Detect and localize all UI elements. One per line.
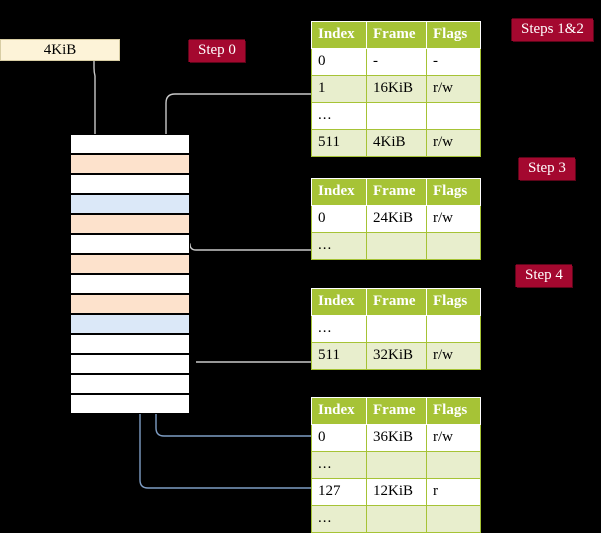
- badge-step-3-label: Step 3: [528, 160, 566, 176]
- column-header-index: Index: [311, 397, 367, 425]
- column-header-frame: Frame: [366, 178, 427, 206]
- cell-flags: r/w: [426, 205, 481, 233]
- cell-index: 511: [311, 129, 367, 157]
- cell-flags: [426, 102, 481, 130]
- column-header-flags: Flags: [426, 178, 481, 206]
- cell-index: 0: [311, 424, 367, 452]
- cell-flags: [426, 505, 481, 533]
- memory-row: [70, 194, 190, 214]
- memory-row: [70, 214, 190, 234]
- memory-row: [70, 274, 190, 294]
- level2-table: Index Frame Flags ... 511 32KiB r/w: [311, 288, 481, 370]
- memory-row: [70, 394, 190, 414]
- badge-steps-1-2: Steps 1&2: [512, 19, 593, 41]
- cell-index: ...: [311, 451, 367, 479]
- table-header-row: Index Frame Flags: [311, 397, 481, 425]
- memory-row: [70, 374, 190, 394]
- cell-flags: [426, 451, 481, 479]
- memory-row: [70, 354, 190, 374]
- table-row: ...: [311, 505, 481, 533]
- cell-flags: -: [426, 48, 481, 76]
- table-row: 511 32KiB r/w: [311, 342, 481, 370]
- cell-frame: [366, 232, 427, 260]
- level4-table: Index Frame Flags 0 - - 1 16KiB r/w ...: [311, 21, 481, 157]
- cell-index: 127: [311, 478, 367, 506]
- cell-index: 0: [311, 48, 367, 76]
- column-header-flags: Flags: [426, 397, 481, 425]
- badge-step-3: Step 3: [519, 158, 575, 180]
- table-header-row: Index Frame Flags: [311, 288, 481, 316]
- cell-index: 511: [311, 342, 367, 370]
- column-header-flags: Flags: [426, 288, 481, 316]
- column-header-index: Index: [311, 21, 367, 49]
- badge-step-0-label: Step 0: [198, 42, 236, 58]
- memory-row: [70, 254, 190, 274]
- table-row: ...: [311, 451, 481, 479]
- cell-index: ...: [311, 102, 367, 130]
- cell-flags: r: [426, 478, 481, 506]
- table-row: ...: [311, 315, 481, 343]
- cell-frame: [366, 315, 427, 343]
- column-header-flags: Flags: [426, 21, 481, 49]
- memory-column: [70, 134, 190, 414]
- badge-step-4: Step 4: [516, 265, 572, 287]
- cell-frame: 32KiB: [366, 342, 427, 370]
- cell-frame: [366, 102, 427, 130]
- memory-row: [70, 334, 190, 354]
- memory-row: [70, 314, 190, 334]
- table-row: 0 24KiB r/w: [311, 205, 481, 233]
- table-row: ...: [311, 102, 481, 130]
- table-row: 1 16KiB r/w: [311, 75, 481, 103]
- frame-box-label: 4KiB: [43, 41, 77, 58]
- table-row: 0 36KiB r/w: [311, 424, 481, 452]
- cell-flags: [426, 315, 481, 343]
- cell-flags: r/w: [426, 75, 481, 103]
- cell-index: ...: [311, 232, 367, 260]
- badge-steps-1-2-label: Steps 1&2: [521, 21, 584, 37]
- table-row: 127 12KiB r: [311, 478, 481, 506]
- cell-index: 1: [311, 75, 367, 103]
- memory-row: [70, 234, 190, 254]
- cell-flags: [426, 232, 481, 260]
- column-header-frame: Frame: [366, 397, 427, 425]
- table-row: 511 4KiB r/w: [311, 129, 481, 157]
- cell-frame: 12KiB: [366, 478, 427, 506]
- cell-frame: 24KiB: [366, 205, 427, 233]
- cell-frame: 16KiB: [366, 75, 427, 103]
- cell-flags: r/w: [426, 342, 481, 370]
- memory-row: [70, 154, 190, 174]
- wire-step0: [93, 60, 102, 144]
- cell-frame: 4KiB: [366, 129, 427, 157]
- cell-flags: r/w: [426, 129, 481, 157]
- column-header-frame: Frame: [366, 288, 427, 316]
- memory-row: [70, 134, 190, 154]
- column-header-index: Index: [311, 288, 367, 316]
- cell-frame: [366, 505, 427, 533]
- memory-row: [70, 174, 190, 194]
- cell-frame: 36KiB: [366, 424, 427, 452]
- table-row: ...: [311, 232, 481, 260]
- cell-flags: r/w: [426, 424, 481, 452]
- cell-frame: [366, 451, 427, 479]
- column-header-index: Index: [311, 178, 367, 206]
- badge-step-0: Step 0: [189, 40, 245, 62]
- cell-frame: -: [366, 48, 427, 76]
- badge-step-4-label: Step 4: [525, 267, 563, 283]
- cell-index: 0: [311, 205, 367, 233]
- level3-table: Index Frame Flags 0 24KiB r/w ...: [311, 178, 481, 260]
- cell-index: ...: [311, 505, 367, 533]
- column-header-frame: Frame: [366, 21, 427, 49]
- table-header-row: Index Frame Flags: [311, 178, 481, 206]
- table-header-row: Index Frame Flags: [311, 21, 481, 49]
- table-row: 0 - -: [311, 48, 481, 76]
- memory-row: [70, 294, 190, 314]
- level1-table: Index Frame Flags 0 36KiB r/w ... 127 12…: [311, 397, 481, 533]
- cell-index: ...: [311, 315, 367, 343]
- frame-box: 4KiB: [0, 39, 120, 61]
